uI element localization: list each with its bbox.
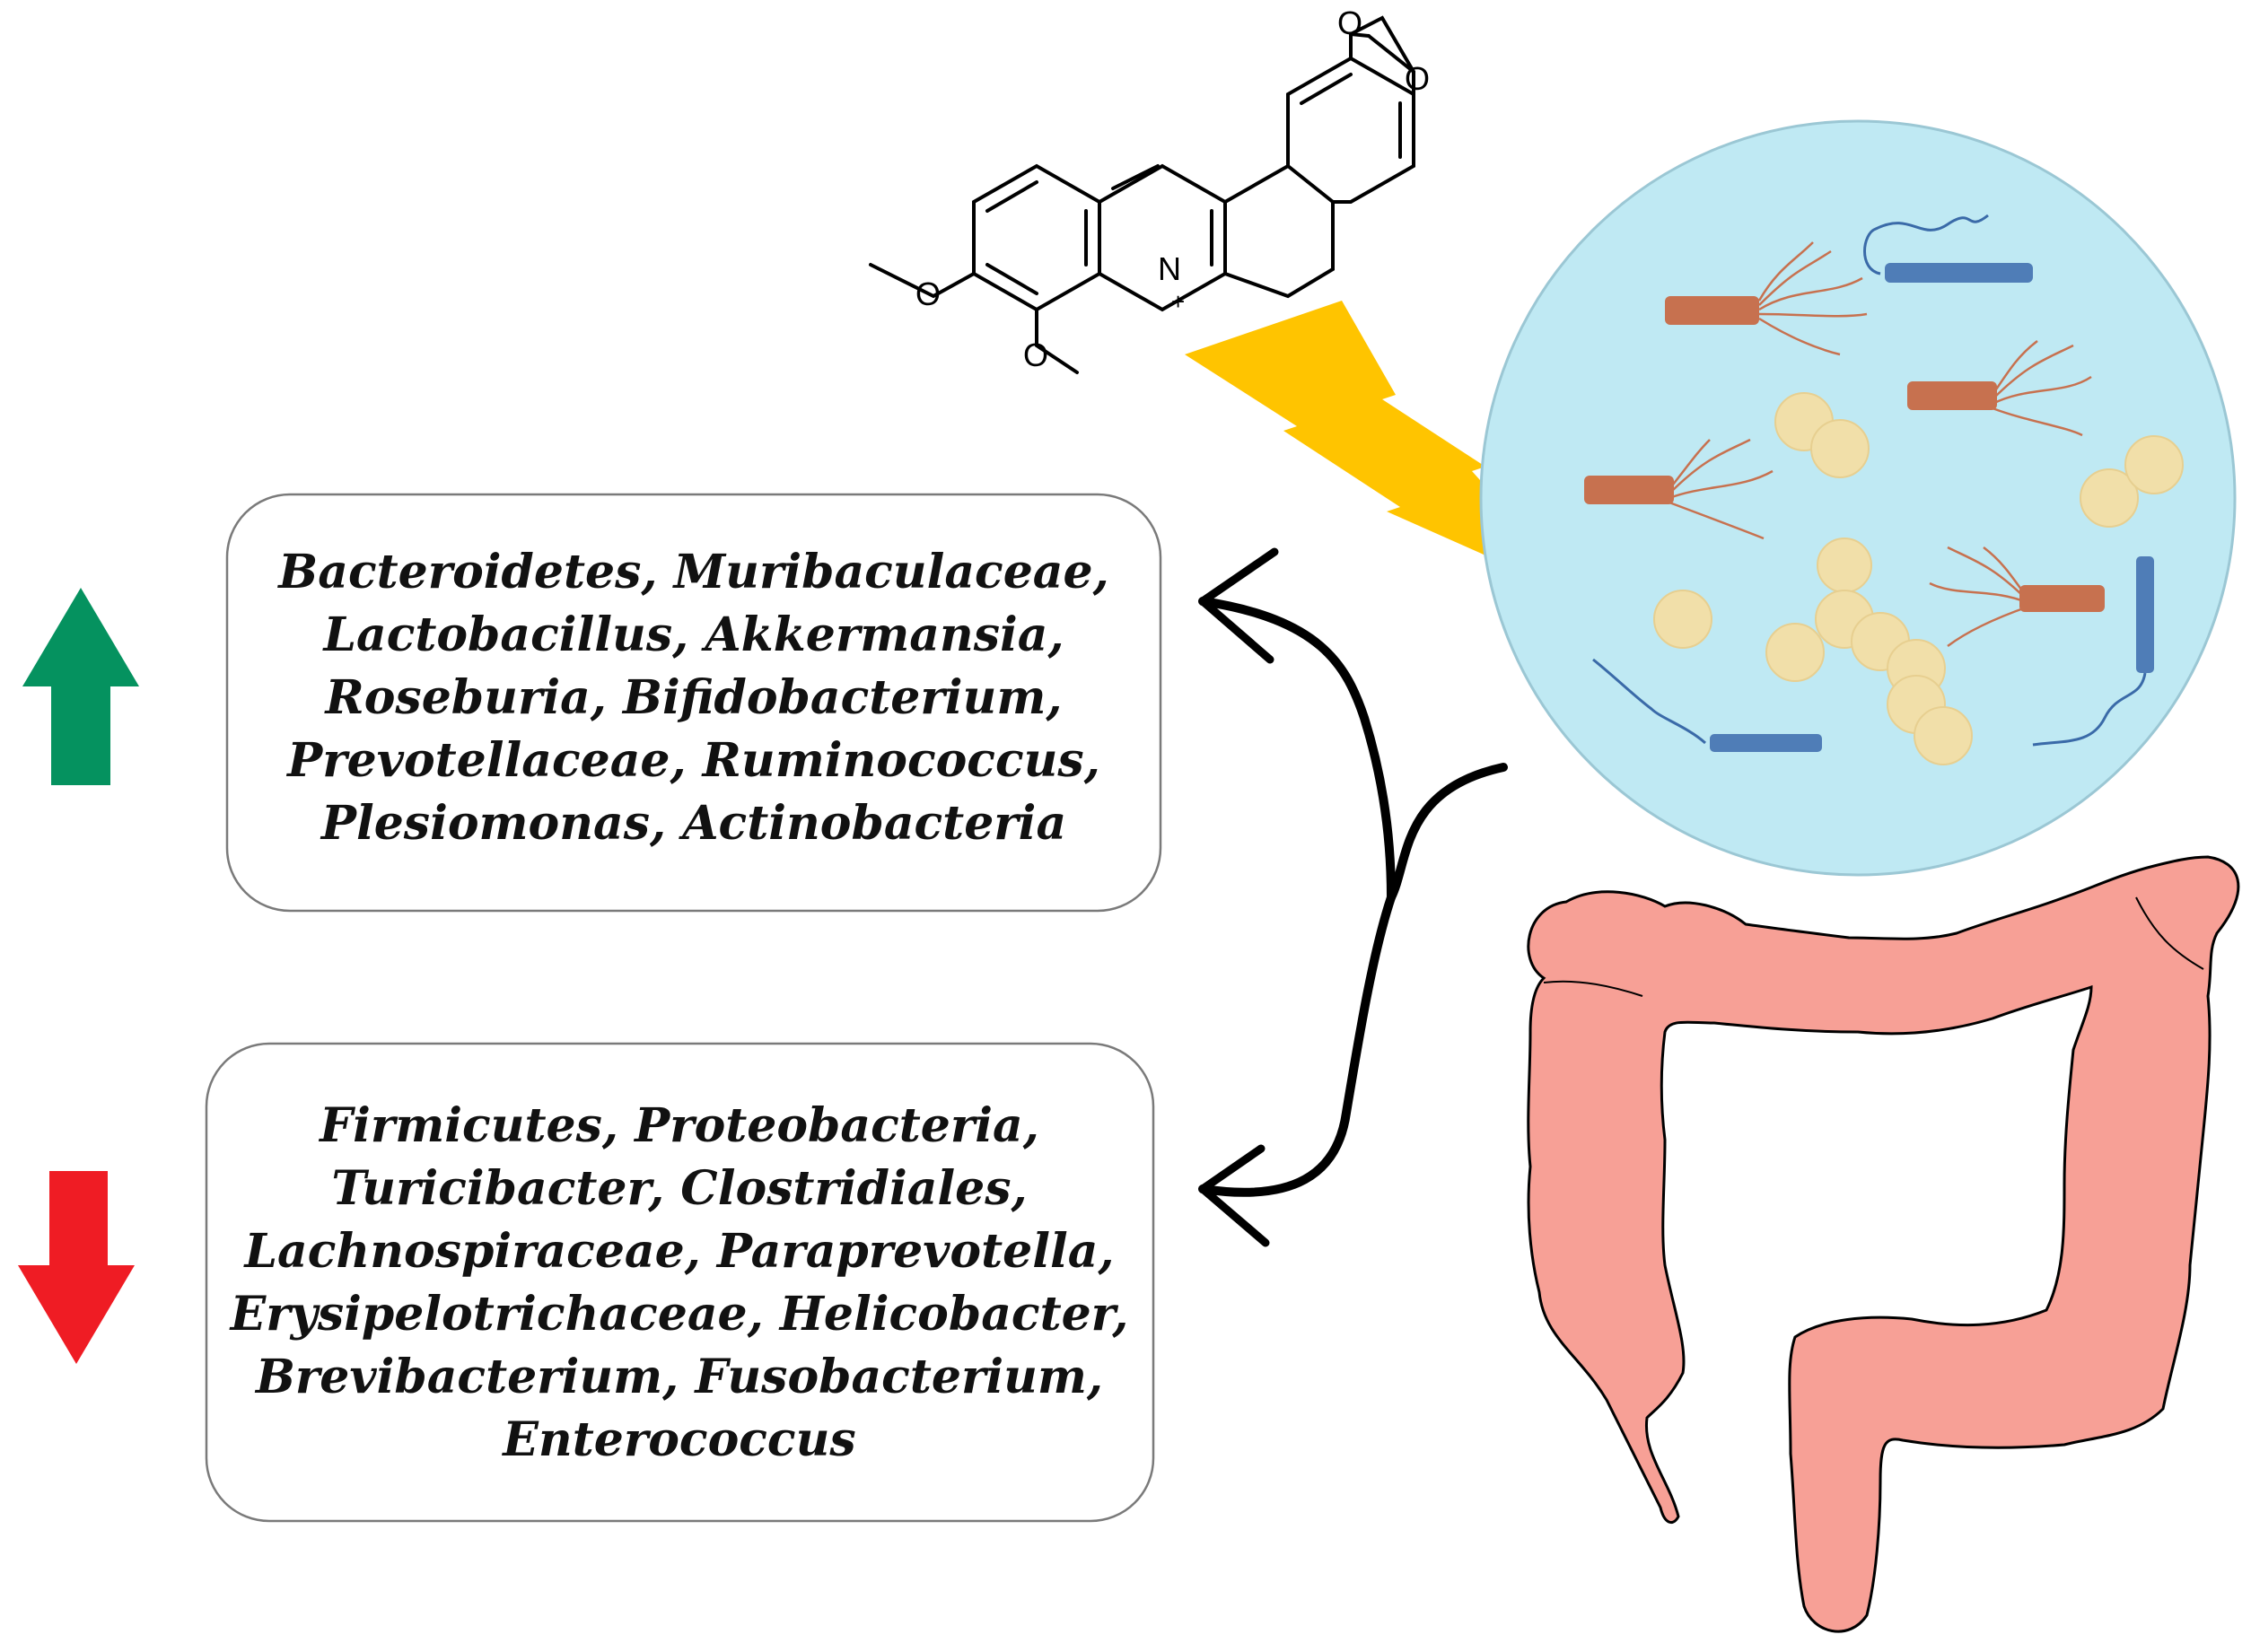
increased-taxa-line: Roseburia, Bifidobacterium,	[324, 670, 1063, 725]
berberine-structure-icon	[869, 15, 1415, 374]
down-arrow-icon	[18, 1171, 135, 1364]
colon-icon	[1527, 855, 2240, 1633]
decreased-taxa-line: Turicibacter, Clostridiales,	[331, 1161, 1027, 1216]
oxygen-label: O	[1337, 4, 1362, 41]
increased-taxa-line: Lactobacillus, Akkermansia,	[321, 607, 1064, 662]
increased-taxa-line: Bacteroidetes, Muribaculaceae,	[276, 545, 1108, 599]
decreased-taxa-line: Lachnospiraceae, Paraprevotella,	[242, 1224, 1114, 1279]
decreased-taxa-line: Brevibacterium, Fusobacterium,	[254, 1350, 1103, 1404]
increased-taxa-box: Bacteroidetes, Muribaculaceae, Lactobaci…	[225, 493, 1162, 913]
oxygen-label: O	[1023, 337, 1048, 373]
decreased-taxa-line: Erysipelotrichaceae, Helicobacter,	[229, 1287, 1129, 1342]
oxygen-label: O	[1405, 60, 1430, 97]
charge-label: +	[1171, 288, 1185, 315]
bidirectional-arrow-icon	[1198, 547, 1508, 1247]
oxygen-label: O	[915, 275, 941, 312]
increased-taxa-line: Plesiomonas, Actinobacteria	[320, 796, 1066, 851]
berberine-atom-labels: O O O O N +	[915, 4, 1430, 373]
decreased-taxa-box: Firmicutes, Proteobacteria, Turicibacter…	[205, 1042, 1155, 1523]
gut-microbiota-circle-icon	[1479, 119, 2237, 877]
up-arrow-icon	[22, 588, 139, 785]
decreased-taxa-line: Firmicutes, Proteobacteria,	[318, 1098, 1039, 1153]
nitrogen-label: N	[1158, 250, 1181, 287]
colon-fold-line	[1543, 896, 2204, 997]
increased-taxa-line: Prevotellaceae, Ruminococcus,	[285, 733, 1100, 788]
decreased-taxa-line: Enterococcus	[501, 1412, 855, 1467]
